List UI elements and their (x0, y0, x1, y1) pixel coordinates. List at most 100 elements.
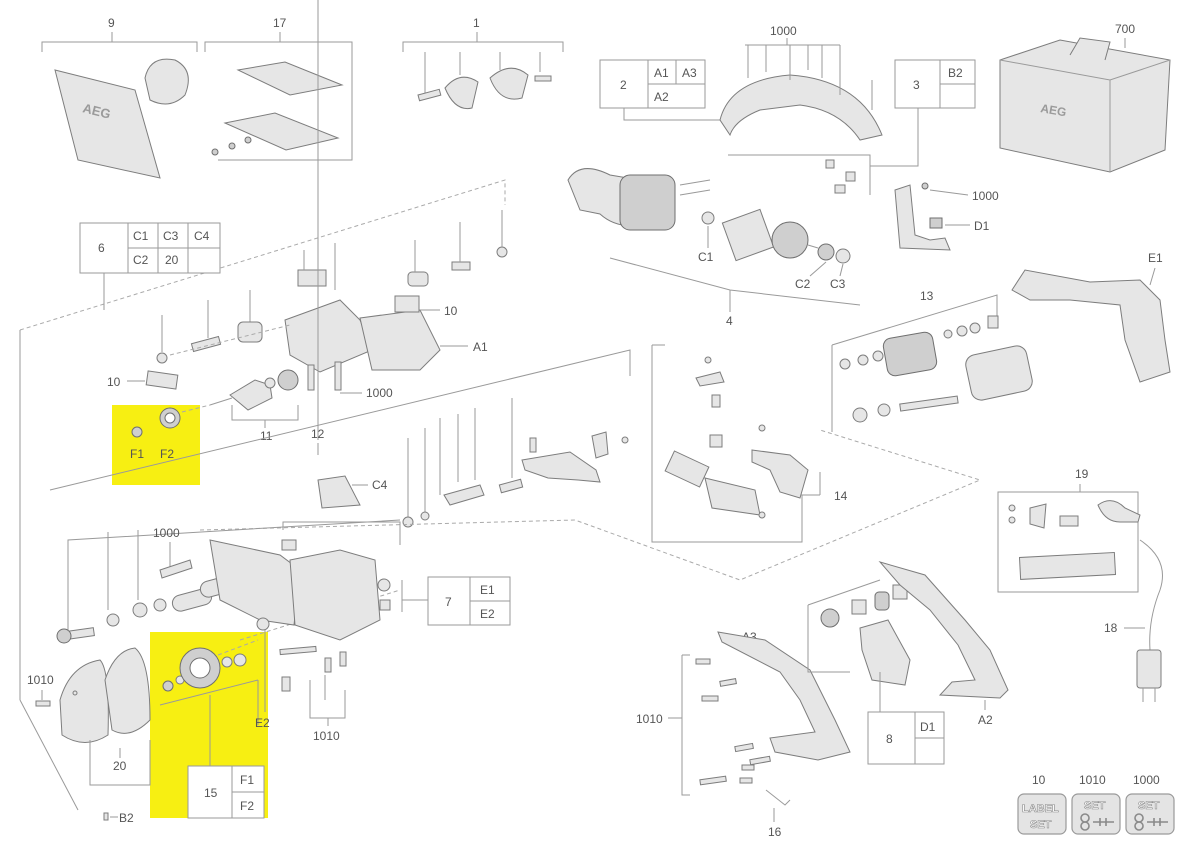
spring (664, 450, 710, 488)
motor-group-4[interactable]: C1 C2 C3 4 (567, 168, 861, 328)
svg-text:7: 7 (445, 595, 452, 609)
group-12-parts[interactable]: C4 (317, 398, 629, 528)
gear-assembly-15[interactable]: 15 F1 F2 (159, 639, 265, 819)
label-1000-top: 1000 (770, 24, 797, 38)
label-E2-bottom: E2 (255, 716, 270, 730)
label-1000-a: 1000 (366, 386, 393, 400)
label-18: 18 (1104, 621, 1118, 635)
handle-a2[interactable]: A2 8 D1 (807, 561, 1009, 765)
side-cover-left (59, 659, 109, 743)
group-19[interactable]: 19 (997, 467, 1141, 593)
parts-f1-f2-upper[interactable]: F1 F2 (130, 404, 211, 461)
bracket-e1[interactable]: E1 (1011, 251, 1171, 383)
screws-1010-lower[interactable]: E2 1010 (255, 617, 347, 743)
group-9[interactable]: 9 AEG (41, 16, 198, 179)
label-1000-right: 1000 (972, 189, 999, 203)
svg-text:SET: SET (1030, 819, 1052, 831)
label-1010-b: 1010 (313, 729, 340, 743)
power-cord-18[interactable]: 18 (1104, 539, 1163, 702)
case-handle (1069, 37, 1111, 61)
group-13[interactable]: 13 (831, 289, 1034, 432)
table-2[interactable]: 2 A1 A3 A2 (599, 59, 722, 121)
part-c4 (317, 475, 361, 509)
label-1010-a: 1010 (27, 673, 54, 687)
svg-text:B2: B2 (948, 66, 963, 80)
table-7[interactable]: 7 E1 E2 (401, 576, 511, 626)
svg-text:6: 6 (98, 241, 105, 255)
sleeve (882, 331, 938, 377)
svg-text:15: 15 (204, 786, 218, 800)
slider (704, 477, 761, 516)
svg-text:A2: A2 (654, 90, 669, 104)
label-F2-upper: F2 (160, 447, 174, 461)
kit-1000-set[interactable]: 1000 SET (1125, 773, 1175, 835)
svg-text:C4: C4 (194, 229, 210, 243)
part-f2-lower (233, 653, 247, 667)
handle-a3[interactable]: A3 1010 16 (636, 630, 851, 839)
e1-arm (1011, 269, 1171, 383)
rocker (521, 451, 601, 483)
kit-1010-set[interactable]: 1010 SET (1071, 773, 1121, 835)
label-C1: C1 (698, 250, 714, 264)
switch-assembly (859, 619, 911, 686)
label-E1-right: E1 (1148, 251, 1163, 265)
svg-text:D1: D1 (920, 720, 936, 734)
svg-text:8: 8 (886, 732, 893, 746)
handle-a2-shell (878, 561, 1009, 699)
sheet-upper (236, 61, 344, 96)
svg-text:AEG: AEG (1039, 101, 1067, 119)
svg-text:A1: A1 (654, 66, 669, 80)
table-3[interactable]: 3 B2 (728, 59, 976, 195)
svg-text:E2: E2 (480, 607, 495, 621)
switch-body (894, 184, 951, 251)
kit-number-1010: 1010 (1079, 773, 1106, 787)
kit-number-1000: 1000 (1133, 773, 1160, 787)
carry-case-700[interactable]: 700 AEG (999, 22, 1171, 173)
label-12: 12 (311, 427, 325, 441)
outer-sleeve (965, 345, 1033, 401)
label-4: 4 (726, 314, 733, 328)
label-16: 16 (768, 825, 782, 839)
sheet-lower (223, 112, 340, 151)
plug (1136, 649, 1162, 689)
lower-left-group[interactable]: 1000 1010 20 B2 (27, 519, 401, 825)
kit-number-10: 10 (1032, 773, 1046, 787)
label-B2-bottom: B2 (119, 811, 134, 825)
kit-10-label-set[interactable]: 10 LABEL SET (1017, 773, 1067, 835)
svg-text:C3: C3 (163, 229, 179, 243)
svg-text:LABEL: LABEL (1022, 803, 1059, 815)
table-6[interactable]: 6 C1 C3 C4 C2 20 (79, 222, 221, 310)
fan (771, 221, 809, 259)
label-1010-c: 1010 (636, 712, 663, 726)
label-20: 20 (113, 759, 127, 773)
svg-text:C1: C1 (133, 229, 149, 243)
svg-text:20: 20 (165, 253, 179, 267)
group-17[interactable]: 17 (204, 16, 353, 161)
armature (721, 208, 775, 262)
group-14[interactable]: 14 (651, 344, 848, 543)
label-set-icon (1017, 793, 1067, 835)
group-1000-housing[interactable]: 1000 (719, 24, 883, 141)
group-1[interactable]: 1 (402, 16, 564, 110)
gear-housing-a1[interactable]: A1 10 1000 (156, 210, 508, 400)
label-C2: C2 (795, 277, 811, 291)
aeg-logo: AEG (81, 100, 112, 121)
svg-text:SET: SET (1138, 800, 1160, 812)
screw-set-icon-2 (1125, 793, 1175, 835)
spindle (229, 379, 273, 411)
svg-text:F2: F2 (240, 799, 254, 813)
label-11: 11 (260, 429, 273, 443)
housing-7-right (289, 549, 381, 641)
label-14: 14 (834, 489, 848, 503)
spindle-11[interactable]: 10 11 (107, 369, 299, 443)
switch-group-d1[interactable]: 1000 D1 (894, 182, 999, 251)
label-10-b: 10 (107, 375, 121, 389)
upper-housing (719, 74, 883, 141)
clip-part (489, 67, 529, 100)
label-13: 13 (920, 289, 934, 303)
svg-text:SET: SET (1084, 800, 1106, 812)
label-F1-upper: F1 (130, 447, 144, 461)
label-plate (54, 69, 161, 179)
svg-text:2: 2 (620, 78, 627, 92)
